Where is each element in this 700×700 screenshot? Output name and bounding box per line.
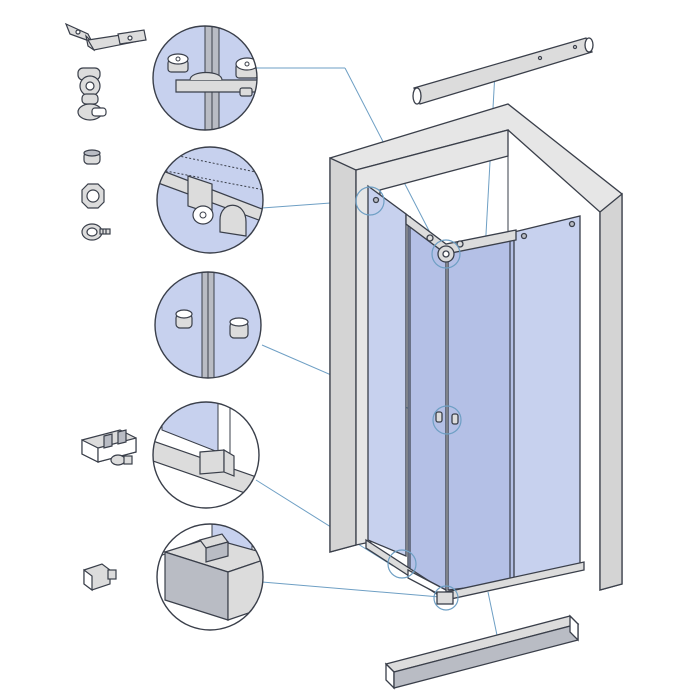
- marker-handle: [432, 405, 462, 435]
- bottom-guide-clip-icon: [81, 429, 137, 466]
- double-roller-icon: [77, 67, 107, 121]
- left-fixed-glass: [367, 184, 407, 557]
- pin-screw-icon: [81, 223, 111, 241]
- door-handles: [435, 411, 459, 425]
- end-stop-icon: [83, 563, 117, 592]
- bottom-guide-detail-icon: [152, 401, 260, 509]
- leader-line-top-rail: [484, 71, 496, 253]
- roller-detail-icon: [152, 25, 258, 131]
- rail-joint-detail-icon: [156, 146, 264, 254]
- top-rail: [412, 37, 594, 105]
- marker-rail-joint: [355, 186, 385, 216]
- marker-tray-corner: [433, 585, 459, 611]
- corner-bracket-icon: [64, 22, 147, 52]
- tray-corner-detail-icon: [156, 523, 264, 631]
- small-knob-icon: [83, 149, 101, 165]
- marker-roller: [431, 239, 461, 269]
- round-handle-icon: [81, 183, 105, 209]
- leader-line-bottom-guide: [255, 479, 394, 567]
- right-fixed-glass: [513, 215, 581, 581]
- handle-detail-icon: [154, 271, 262, 379]
- leader-line-bottom-rail: [487, 591, 499, 641]
- marker-bottom-guide: [387, 549, 417, 579]
- left-sliding-door: [407, 214, 447, 592]
- detail-markers: [355, 186, 462, 611]
- bottom-rail: [384, 614, 580, 690]
- leader-line-tray-corner: [261, 581, 441, 598]
- corner-shower-enclosure-icon: [329, 37, 623, 690]
